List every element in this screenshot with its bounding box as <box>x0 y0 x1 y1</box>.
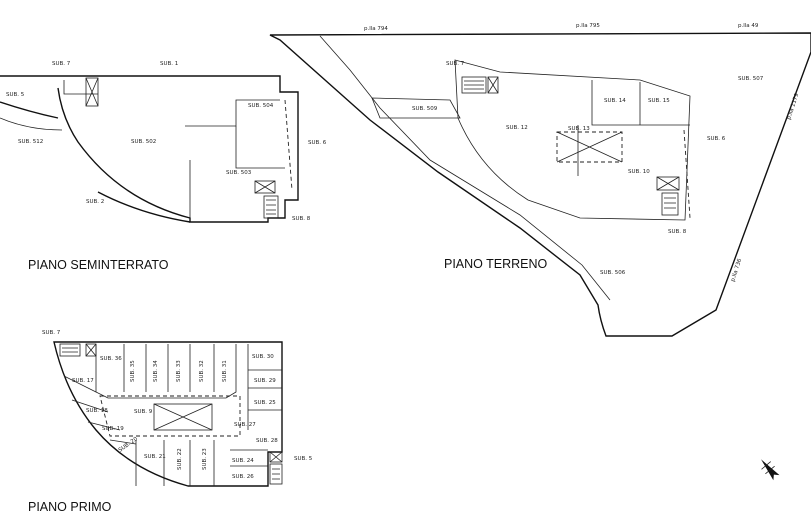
parcel-1179: p.lla 1179 <box>786 92 800 120</box>
first-sub33: SUB. 33 <box>176 360 182 382</box>
first-sub24: SUB. 24 <box>232 458 254 464</box>
first-floor-plan <box>53 341 283 487</box>
first-sub7: SUB. 7 <box>42 330 61 336</box>
first-sub31: SUB. 31 <box>222 360 228 382</box>
basement-sub8: SUB. 8 <box>292 216 311 222</box>
first-sub22: SUB. 22 <box>177 448 183 470</box>
first-sub35: SUB. 35 <box>130 360 136 382</box>
first-sub28: SUB. 28 <box>256 438 278 444</box>
ground-sub509: SUB. 509 <box>412 106 438 112</box>
first-sub23: SUB. 23 <box>202 448 208 470</box>
first-sub21: SUB. 21 <box>144 454 166 460</box>
ground-sub14: SUB. 14 <box>604 98 626 104</box>
ground-title: PIANO TERRENO <box>444 257 548 271</box>
north-arrow-icon <box>761 459 780 481</box>
basement-sub6: SUB. 6 <box>308 140 327 146</box>
basement-sub5: SUB. 5 <box>6 92 25 98</box>
parcel-794: p.lla 794 <box>364 26 388 32</box>
first-sub26: SUB. 26 <box>232 474 254 480</box>
basement-sub503: SUB. 503 <box>226 170 252 176</box>
first-title: PIANO PRIMO <box>28 500 112 514</box>
basement-sub1: SUB. 1 <box>160 61 178 67</box>
first-sub29: SUB. 29 <box>254 378 276 384</box>
basement-sub2: SUB. 2 <box>86 199 104 205</box>
first-sub34: SUB. 34 <box>153 360 159 382</box>
first-sub25: SUB. 25 <box>254 400 276 406</box>
first-sub36: SUB. 36 <box>100 356 122 362</box>
ground-sub507: SUB. 507 <box>738 76 764 82</box>
ground-sub506: SUB. 506 <box>600 270 626 276</box>
ground-sub15: SUB. 15 <box>648 98 670 104</box>
basement-sub504: SUB. 504 <box>248 103 274 109</box>
first-sub9: SUB. 9 <box>134 409 153 415</box>
ground-sub7: SUB. 7 <box>446 61 465 67</box>
parcel-795: p.lla 795 <box>576 23 600 29</box>
ground-sub8: SUB. 8 <box>668 229 687 235</box>
first-sub5: SUB. 5 <box>294 456 313 462</box>
ground-sub6: SUB. 6 <box>707 136 726 142</box>
parcel-49: p.lla 49 <box>738 23 759 29</box>
basement-plan <box>0 75 299 223</box>
ground-sub10: SUB. 10 <box>628 169 650 175</box>
basement-sub7: SUB. 7 <box>52 61 71 67</box>
ground-sub12: SUB. 12 <box>506 125 528 131</box>
ground-plan <box>269 32 811 337</box>
first-sub27: SUB. 27 <box>234 422 256 428</box>
basement-sub512: SUB. 512 <box>18 139 43 145</box>
first-sub17: SUB. 17 <box>72 378 94 384</box>
first-sub19: SUB. 19 <box>102 426 124 432</box>
first-sub30: SUB. 30 <box>252 354 274 360</box>
ground-sub13: SUB. 13 <box>568 126 590 132</box>
parcel-736: p.lla 736 <box>730 258 743 283</box>
basement-sub502: SUB. 502 <box>131 139 156 145</box>
basement-title: PIANO SEMINTERRATO <box>28 258 169 272</box>
first-sub32: SUB. 32 <box>199 360 205 382</box>
first-sub18: SUB. 18 <box>86 408 108 414</box>
